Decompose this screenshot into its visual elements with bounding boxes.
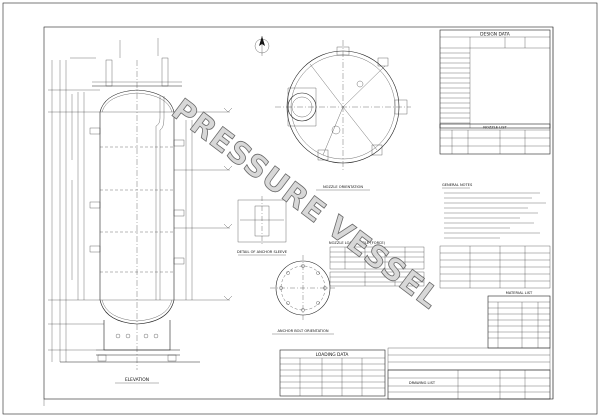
design-data-title: DESIGN DATA [480, 32, 510, 38]
title-block: DRAWING LIST [387, 369, 551, 400]
design-data-table: DESIGN DATA [439, 29, 551, 129]
anchor-bolt-orientation-view: ANCHOR BOLT ORIENTATION [270, 255, 336, 335]
specification-tables [439, 245, 551, 289]
material-list-title: MATERIAL LIST [506, 291, 533, 295]
nozzle-loads-title: NOZZLE LOADS TABLE (FORCE) [329, 241, 386, 245]
loading-data-title: LOADING DATA [316, 352, 349, 358]
nozzle-loads-table: NOZZLE LOADS TABLE (FORCE) [329, 241, 425, 287]
nozzle-orientation-title: NOZZLE ORIENTATION [323, 185, 363, 189]
material-list-table: MATERIAL LIST [387, 291, 551, 371]
north-arrow-icon [254, 36, 270, 56]
elevation-title: ELEVATION [125, 377, 149, 383]
nozzle-list-title: NOZZLE LIST [483, 126, 507, 130]
nozzle-list-table: NOZZLE LIST [439, 123, 551, 155]
general-notes-title: GENERAL NOTES [442, 183, 473, 187]
anchor-sleeve-title: DETAIL OF ANCHOR SLEEVE [237, 250, 288, 254]
elevation-view: ELEVATION [48, 38, 233, 384]
drawing-list-title: DRAWING LIST [409, 381, 436, 385]
anchor-sleeve-detail: DETAIL OF ANCHOR SLEEVE [237, 196, 288, 256]
loading-data-table: LOADING DATA [279, 349, 386, 397]
nozzle-orientation-view: NOZZLE ORIENTATION [254, 36, 411, 191]
general-notes-block: GENERAL NOTES [442, 183, 546, 239]
anchor-bolt-title: ANCHOR BOLT ORIENTATION [277, 329, 328, 333]
